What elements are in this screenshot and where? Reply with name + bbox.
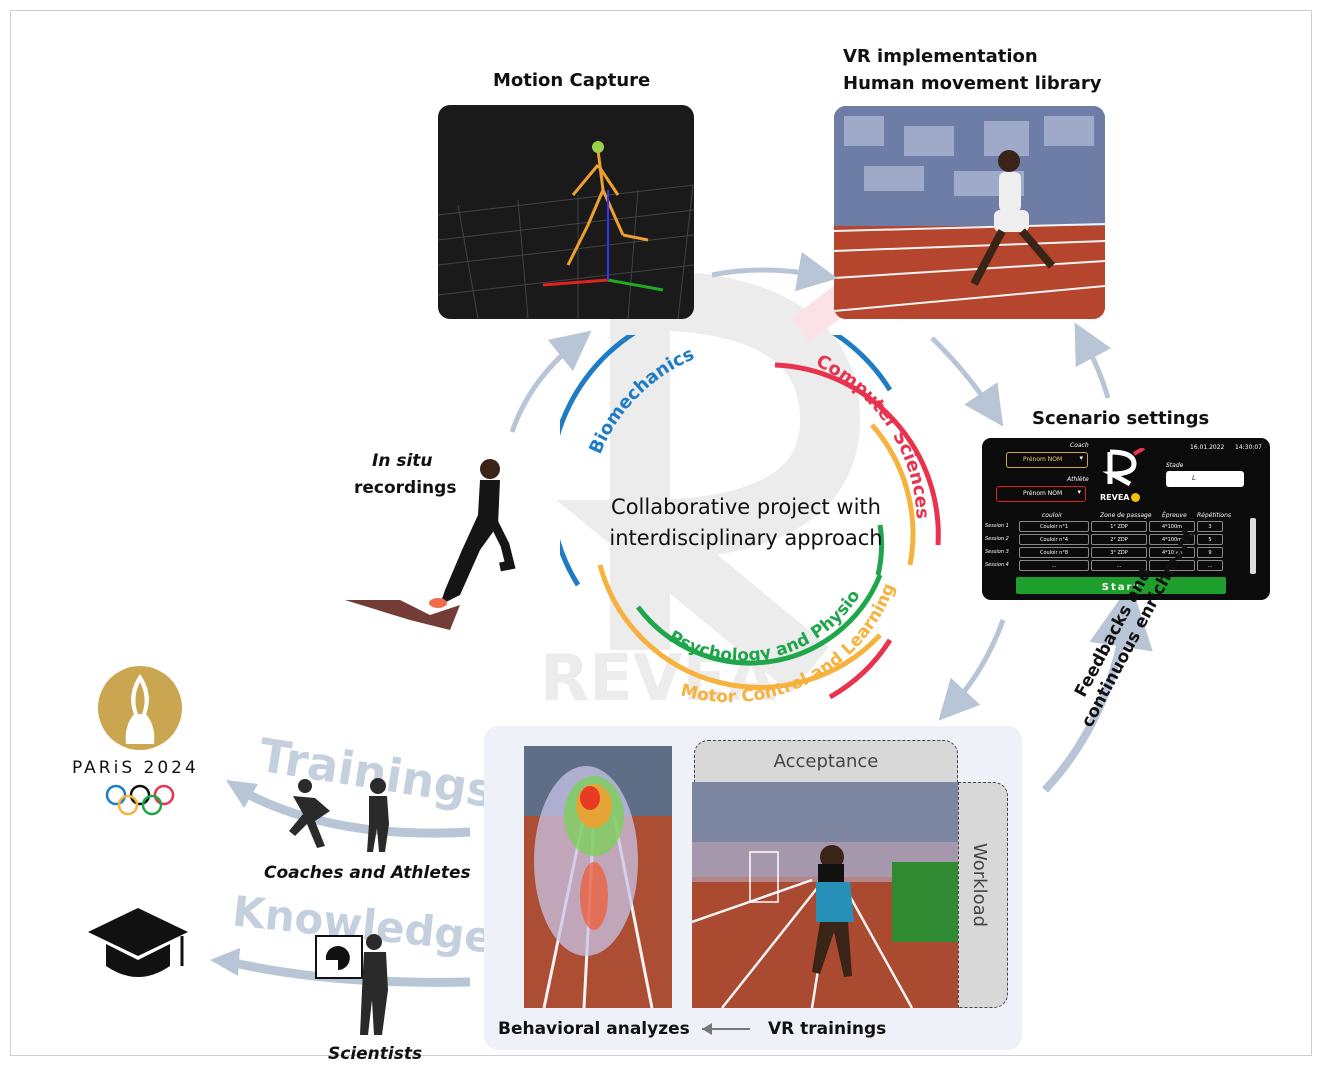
col-repetitions: Répétitions	[1197, 512, 1231, 519]
workload-tab: Workload	[958, 782, 1008, 1008]
graduation-cap-icon	[88, 908, 188, 977]
col-epreuve: Épreuve	[1162, 512, 1187, 519]
paris2024-text: PARiS 2024	[72, 758, 199, 778]
coach-select[interactable]: Prénom NOM ▾	[1006, 452, 1088, 468]
session-label: Session 3	[985, 549, 1009, 555]
table-row: Session 1 Couloir n°1 1° ZDP 4*100m 3	[985, 521, 1245, 534]
skeleton-figure	[566, 149, 649, 266]
rep-select[interactable]: 9	[1197, 547, 1223, 558]
center-caption: Collaborative project with interdiscipli…	[600, 492, 892, 554]
acceptance-label: Acceptance	[773, 751, 879, 772]
epreuve-select[interactable]: 4*100m	[1149, 521, 1195, 532]
couloir-select[interactable]: Couloir n°1	[1019, 521, 1089, 532]
revea-logo-text: REVEA	[1100, 493, 1130, 502]
vr-impl-title-2: Human movement library	[843, 73, 1102, 94]
acceptance-tab: Acceptance	[694, 740, 958, 784]
scenario-title: Scenario settings	[1032, 408, 1210, 429]
chevron-down-icon: ▾	[1079, 454, 1083, 462]
chevron-down-icon: ▾	[1077, 488, 1081, 496]
arrow-head-icon	[702, 1023, 712, 1035]
motion-capture-image	[438, 105, 694, 319]
center-line-2: interdisciplinary approach	[609, 526, 883, 550]
vr-stadium-image	[834, 106, 1105, 319]
olympic-rings-icon	[105, 784, 175, 816]
sessions-table: Session 1 Couloir n°1 1° ZDP 4*100m 3 Se…	[985, 521, 1245, 573]
zone-select[interactable]: 1° ZDP	[1091, 521, 1147, 532]
table-row: Session 2 Couloir n°4 2° ZDP 4*100m 5	[985, 534, 1245, 547]
athlete-label: Athlète	[1067, 476, 1089, 483]
couloir-select[interactable]: Couloir n°8	[1019, 547, 1089, 558]
epreuve-select[interactable]: 4*100m	[1149, 534, 1195, 545]
table-row: Session 3 Couloir n°8 3° ZDP 4*100m 9	[985, 547, 1245, 560]
vr-training-image	[692, 782, 958, 1008]
behavioral-analyzes-label: Behavioral analyzes	[498, 1019, 690, 1039]
session-label: Session 4	[985, 562, 1009, 568]
session-label: Session 1	[985, 523, 1009, 529]
start-button[interactable]: Start	[1016, 577, 1226, 594]
epreuve-select[interactable]	[1149, 560, 1195, 571]
insitu-athlete-image	[345, 459, 516, 630]
revea-logo	[1100, 446, 1148, 490]
coaches-athletes-silhouette	[289, 778, 389, 852]
figure-frame	[10, 10, 1312, 1056]
session-label: Session 2	[985, 536, 1009, 542]
scientists-caption: Scientists	[328, 1044, 423, 1064]
col-zone: Zone de passage	[1100, 512, 1152, 519]
runner-figure	[970, 150, 1056, 286]
psychology-arc	[636, 574, 883, 666]
scenario-tablet: 16.01.2022 14:30:07 Coach Prénom NOM ▾ A…	[982, 438, 1270, 600]
scientists-silhouette	[315, 934, 388, 1035]
athlete-select[interactable]: Prénom NOM ▾	[996, 486, 1086, 502]
motor-arc	[597, 564, 882, 690]
couloir-select[interactable]: Couloir n°4	[1019, 534, 1089, 545]
insitu-line-1: In situ	[372, 451, 433, 471]
stade-input[interactable]: L	[1166, 471, 1244, 487]
insitu-line-2: recordings	[354, 478, 457, 498]
stade-value: L	[1192, 474, 1196, 482]
table-row: Session 4 ... ... ...	[985, 560, 1245, 573]
vr-trainings-label: VR trainings	[768, 1019, 887, 1039]
start-button-label: Start	[1101, 582, 1141, 593]
tablet-date: 16.01.2022	[1190, 444, 1225, 451]
couloir-select[interactable]: ...	[1019, 560, 1089, 571]
coach-label: Coach	[1070, 442, 1089, 449]
epreuve-select[interactable]: 4*100m	[1149, 547, 1195, 558]
coaches-athletes-caption: Coaches and Athletes	[264, 863, 471, 883]
paris2024-flame-logo	[98, 666, 182, 750]
motion-capture-title: Motion Capture	[493, 70, 651, 91]
zone-select[interactable]: 2° ZDP	[1091, 534, 1147, 545]
center-line-1: Collaborative project with	[611, 495, 881, 519]
stade-label: Stade	[1166, 462, 1184, 469]
athlete-value: Prénom NOM	[1023, 490, 1063, 497]
heatmap-image	[524, 746, 672, 1008]
coach-value: Prénom NOM	[1023, 456, 1063, 463]
scrollbar[interactable]	[1250, 518, 1256, 574]
vr-impl-title-1: VR implementation	[843, 46, 1038, 67]
rep-select[interactable]: 3	[1197, 521, 1223, 532]
rep-select[interactable]: 5	[1197, 534, 1223, 545]
logo-dot	[1131, 493, 1140, 502]
discipline-ring: Biomechanics Computer Sciences Psycholog…	[560, 335, 941, 707]
zone-select[interactable]: ...	[1091, 560, 1147, 571]
tablet-time: 14:30:07	[1235, 444, 1262, 451]
arrow-left-icon	[702, 1028, 750, 1030]
workload-label: Workload	[969, 843, 990, 928]
zone-select[interactable]: 3° ZDP	[1091, 547, 1147, 558]
col-couloir: couloir	[1042, 512, 1063, 519]
rep-select[interactable]: ...	[1197, 560, 1223, 571]
